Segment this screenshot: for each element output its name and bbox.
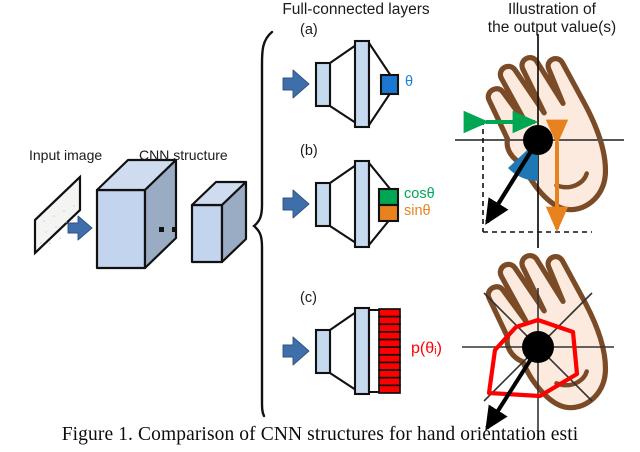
header-fc-layers: Full-connected layers xyxy=(282,1,430,18)
branch-a-graphics xyxy=(282,39,400,129)
probability-bin-stack xyxy=(378,308,401,394)
hand-illustration-bottom xyxy=(462,253,614,440)
probability-bin xyxy=(378,353,401,364)
figure-caption: Figure 1. Comparison of CNN structures f… xyxy=(61,424,579,445)
probability-bin xyxy=(378,331,401,341)
header-illustration-line1: Illustration of xyxy=(508,1,596,18)
cnn-conv-block-2 xyxy=(190,180,248,264)
probability-bin xyxy=(378,384,401,394)
output-label-cos-theta: cosθ xyxy=(404,186,435,202)
cnn-ellipsis xyxy=(159,227,177,232)
branch-c-graphics xyxy=(282,306,401,396)
probability-bin xyxy=(378,315,401,326)
probability-bin xyxy=(378,369,401,379)
probability-bin xyxy=(378,376,401,387)
figure-caption-clip: Figure 1. Comparison of CNN structures f… xyxy=(0,424,640,452)
branch-tag-b: (b) xyxy=(300,143,318,159)
probability-bin xyxy=(378,323,401,333)
input-image-plane xyxy=(33,174,82,256)
probability-bin xyxy=(378,338,401,349)
probability-bin xyxy=(378,361,401,371)
hand-illustration-top xyxy=(455,34,624,248)
output-label-theta: θ xyxy=(405,74,414,90)
label-input-image: Input image xyxy=(29,147,103,163)
branch-b-graphics xyxy=(282,159,400,249)
label-cnn-structure: CNN structure xyxy=(139,147,228,163)
branch-brace xyxy=(252,30,274,418)
header-illustration-line2: the output value(s) xyxy=(487,19,617,36)
branch-tag-c: (c) xyxy=(300,290,317,306)
probability-bin xyxy=(378,346,401,356)
flow-arrow-input xyxy=(67,215,93,241)
output-label-p-theta: p(θᵢ) xyxy=(411,340,442,357)
output-label-sin-theta: sinθ xyxy=(404,203,431,219)
cnn-conv-block-1 xyxy=(95,158,178,270)
probability-bin xyxy=(378,308,401,318)
branch-tag-a: (a) xyxy=(300,22,318,38)
